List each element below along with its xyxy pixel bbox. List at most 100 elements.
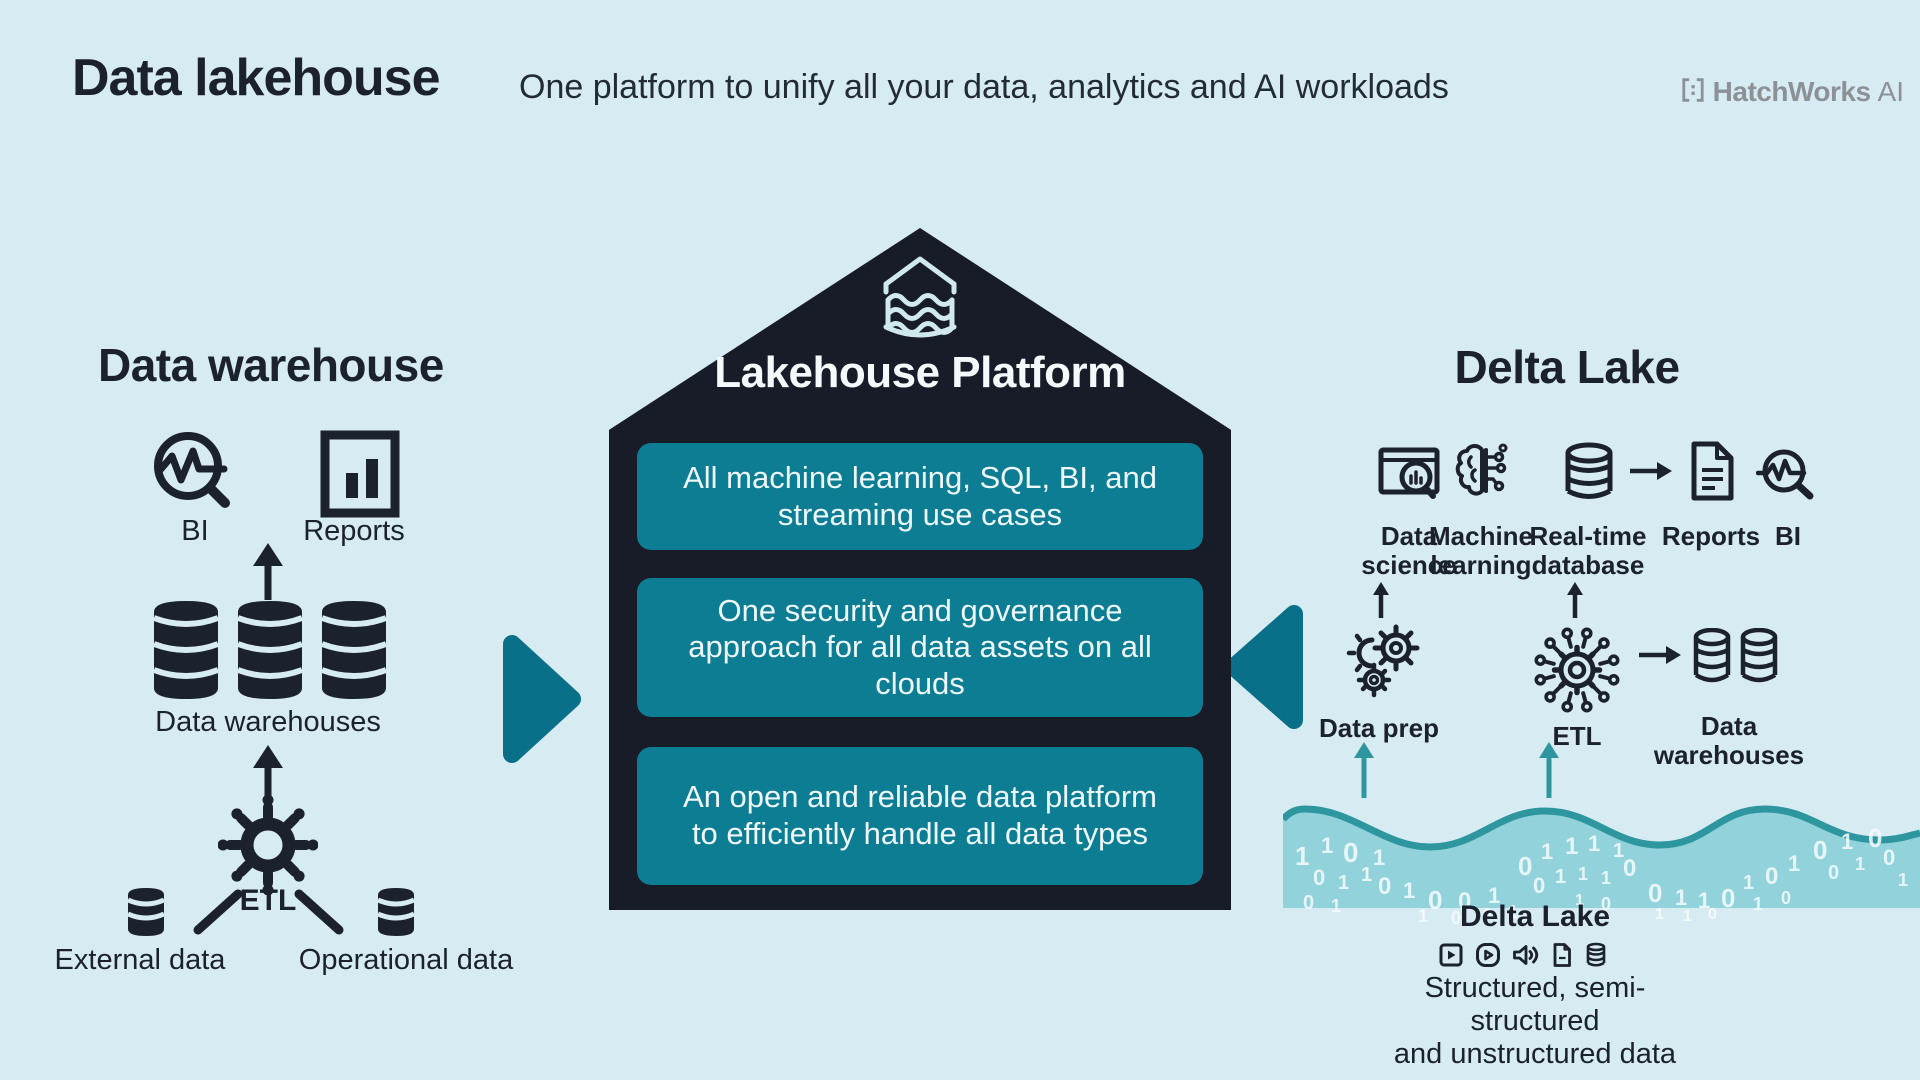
binary-digit: 1 [1855, 854, 1866, 874]
arrow-up-small-icon [1373, 582, 1389, 618]
binary-digit: 1 [1508, 902, 1519, 922]
binary-digit: 1 [1488, 883, 1501, 908]
binary-digit: 1 [1373, 845, 1386, 870]
binary-digit: 1 [1418, 906, 1429, 926]
arrow-right-icon [1639, 646, 1681, 664]
binary-digit: 0 [1303, 892, 1315, 914]
operational-data-icon [374, 886, 418, 943]
hatchworks-logo-icon [1680, 77, 1706, 108]
binary-digit: 1 [1403, 878, 1416, 903]
flow-arrow-right [1225, 605, 1303, 729]
data-warehouses-label: Data warehouses [155, 706, 381, 738]
binary-digit: 1 [1555, 866, 1567, 888]
lakehouse-benefit-box-3: An open and reliable data platform to ef… [637, 747, 1203, 885]
external-data-label: External data [54, 944, 226, 976]
binary-digit: 0 [1313, 865, 1326, 890]
data-prep-label: Data prep [1319, 713, 1439, 743]
lakehouse-platform-heading: Lakehouse Platform [714, 348, 1126, 397]
lake-arrow-up-icon [1539, 742, 1559, 798]
binary-digit: 1 [1788, 851, 1801, 876]
page-title: Data lakehouse [72, 49, 440, 107]
data-science-label: Data science [1361, 521, 1457, 580]
delta-lake-heading: Delta Lake [1454, 341, 1680, 393]
binary-digit: 0 [1813, 835, 1828, 865]
bi-label: BI [181, 515, 209, 547]
lakehouse-benefit-box-2: One security and governance approach for… [637, 578, 1203, 717]
arrow-up-icon [248, 540, 288, 607]
binary-digit: 0 [1343, 837, 1359, 868]
machine-learning-icon [1452, 440, 1510, 505]
binary-digit: 1 [1361, 864, 1373, 886]
data-science-icon [1378, 442, 1440, 507]
binary-digit: 1 [1613, 840, 1625, 862]
binary-digit: 0 [1483, 906, 1492, 923]
binary-digit: 0 [1648, 878, 1663, 908]
bi-small-label: BI [1775, 521, 1801, 551]
lakehouse-icon [874, 248, 966, 349]
logo-suffix-text: AI [1877, 76, 1904, 107]
video-play-icon [1438, 942, 1464, 973]
data-warehouses-icon [150, 598, 390, 702]
reports-small-label: Reports [1661, 521, 1761, 551]
binary-digit: 1 [1338, 872, 1350, 894]
binary-digit: 1 [1753, 894, 1764, 914]
data-type-icons [1438, 942, 1608, 973]
binary-digit: 1 [1675, 885, 1688, 910]
binary-digit: 0 [1601, 894, 1612, 914]
document-icon [1551, 942, 1573, 973]
bi-small-icon [1755, 444, 1820, 507]
binary-digit: 1 [1331, 896, 1342, 916]
binary-digit: 1 [1321, 833, 1334, 858]
page-subtitle: One platform to unify all your data, ana… [519, 68, 1449, 106]
binary-digit: 0 [1518, 851, 1533, 881]
flow-arrow-left [503, 635, 581, 763]
binary-digit: 1 [1898, 870, 1909, 890]
machine-learning-label: Machine learning [1428, 521, 1534, 580]
binary-digit: 0 [1623, 855, 1637, 882]
realtime-database-label: Real-time database [1529, 521, 1647, 580]
data-prep-icon [1344, 622, 1422, 705]
binary-digit: 0 [1378, 873, 1392, 900]
binary-digit: 0 [1883, 845, 1896, 870]
binary-digit: 0 [1765, 863, 1779, 890]
data-warehouse-heading: Data warehouse [98, 339, 444, 391]
logo-brand-text: HatchWorks [1712, 76, 1871, 107]
operational-data-label: Operational data [298, 944, 514, 976]
connector-line-left [193, 889, 243, 935]
realtime-database-icon [1562, 442, 1616, 509]
media-play-icon [1475, 942, 1501, 973]
etl-network-icon [1531, 624, 1623, 721]
etl-right-label: ETL [1552, 721, 1602, 751]
bi-icon [146, 422, 246, 527]
arrow-up-small-icon [1567, 582, 1583, 618]
binary-digit: 0 [1781, 888, 1792, 908]
binary-digit: 0 [1458, 888, 1472, 915]
reports-doc-icon [1687, 440, 1737, 507]
data-warehouses-right-label: Data warehouses [1653, 711, 1805, 770]
binary-digit: 0 [1428, 885, 1443, 915]
binary-digit: 0 [1533, 873, 1546, 898]
binary-digit: 1 [1575, 892, 1584, 909]
audio-icon [1512, 942, 1540, 973]
etl-gear-icon [217, 794, 319, 900]
data-types-caption: Structured, semi-structured and unstruct… [1370, 972, 1700, 1070]
binary-digit: 1 [1565, 833, 1579, 860]
reports-icon [318, 428, 402, 525]
binary-digit: 1 [1698, 888, 1711, 913]
binary-digit: 1 [1841, 829, 1854, 854]
reports-label: Reports [303, 515, 405, 547]
binary-digit: 1 [1578, 864, 1589, 884]
caption-line-1: Structured, semi-structured [1424, 972, 1646, 1037]
data-warehouses-outline-icon [1692, 628, 1779, 688]
etl-label: ETL [239, 884, 297, 917]
binary-digit: 1 [1601, 868, 1612, 888]
external-data-icon [124, 886, 168, 943]
lake-arrow-up-icon [1354, 742, 1374, 798]
caption-line-2: and unstructured data [1393, 1037, 1677, 1070]
binary-digit: 1 [1655, 906, 1664, 923]
binary-digit: 0 [1451, 908, 1462, 928]
binary-digit: 1 [1295, 841, 1310, 871]
